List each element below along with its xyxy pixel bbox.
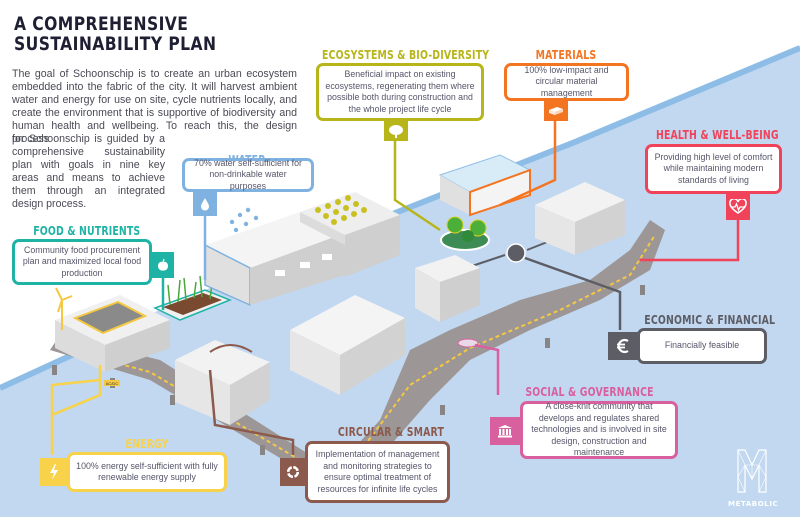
water-edge-right [573, 45, 800, 145]
economic-card: Financially feasible [637, 328, 767, 364]
cycle-icon [280, 458, 306, 486]
food-card: Community food procurement plan and maxi… [12, 239, 152, 285]
brick-icon [544, 101, 568, 121]
boat [457, 338, 479, 348]
planter [153, 275, 233, 321]
food-title: FOOD & NUTRIENTS [33, 224, 141, 238]
connector-ecosystems [393, 135, 441, 232]
economic-text: Financially feasible [664, 340, 740, 351]
water-drop-icon [193, 192, 217, 216]
connector-social [474, 343, 500, 395]
food-text: Community food procurement plan and maxi… [22, 244, 142, 278]
economic-title: ECONOMIC & FINANCIAL [644, 313, 776, 327]
building-greenhouse [438, 154, 532, 217]
materials-title: MATERIALS [535, 48, 597, 62]
energy-card: 100% energy self-sufficient with fully r… [67, 452, 227, 492]
building-center [415, 255, 480, 322]
lightning-icon [40, 458, 68, 486]
building-energy [55, 287, 170, 372]
circular-text: Implementation of management and monitor… [315, 449, 440, 494]
building-greenroof [300, 192, 400, 277]
ecosystems-text: Beneficial impact on existing ecosystems… [325, 69, 475, 114]
building-health [535, 182, 625, 255]
circular-title: CIRCULAR & SMART [337, 425, 444, 439]
energy-title: ENERGY [125, 437, 169, 451]
logo-name: METABOLIC [728, 500, 779, 508]
ecosystems-title: ECOSYSTEMS & BIO-DIVERSITY [322, 48, 490, 62]
health-text: Providing high level of comfort while ma… [654, 151, 773, 185]
apple-icon [152, 252, 174, 278]
heart-pulse-icon [726, 194, 750, 220]
title-line-2: SUSTAINABILITY PLAN [14, 33, 217, 55]
circular-card: Implementation of management and monitor… [305, 441, 450, 503]
water-card: 70% water self-sufficient for non-drinka… [182, 158, 314, 192]
exchange-circle [506, 243, 526, 263]
page-title: A COMPREHENSIVE SUSTAINABILITY PLAN [14, 14, 216, 54]
institution-icon [490, 417, 520, 445]
connector-economic [524, 256, 622, 330]
acdc-tag [104, 380, 120, 386]
metabolic-m-logo [737, 449, 767, 493]
water-text: 70% water self-sufficient for non-drinka… [194, 157, 302, 191]
social-title: SOCIAL & GOVERNANCE [525, 385, 654, 399]
connector-health [640, 220, 740, 262]
metabolic-logo: METABOLIC [728, 449, 779, 508]
acdc-label: AC/DC [106, 381, 119, 386]
connector-materials [499, 110, 557, 207]
euro-icon [608, 332, 638, 360]
materials-card: 100% low-impact and circular material ma… [504, 63, 629, 101]
connector-circular [208, 369, 295, 455]
rain-drops [229, 207, 259, 233]
trees [440, 216, 490, 251]
intro-paragraph-narrow: for Schoonschip is guided by a comprehen… [12, 133, 165, 210]
building-large [290, 295, 405, 395]
title-line-1: A COMPREHENSIVE [14, 13, 189, 35]
health-title: HEALTH & WELL-BEING [655, 128, 779, 142]
materials-text: 100% low-impact and circular material ma… [524, 64, 609, 98]
connector-energy-2 [50, 378, 101, 415]
tree-icon [384, 121, 408, 141]
health-card: Providing high level of comfort while ma… [645, 144, 782, 194]
building-smart [175, 340, 270, 425]
social-text: A close-knit community that develops and… [531, 401, 667, 458]
intro-paragraph-wide: The goal of Schoonschip is to create an … [12, 68, 297, 145]
ecosystems-card: Beneficial impact on existing ecosystems… [316, 63, 484, 121]
social-card: A close-knit community that develops and… [520, 401, 678, 459]
energy-text: 100% energy self-sufficient with fully r… [76, 460, 218, 483]
